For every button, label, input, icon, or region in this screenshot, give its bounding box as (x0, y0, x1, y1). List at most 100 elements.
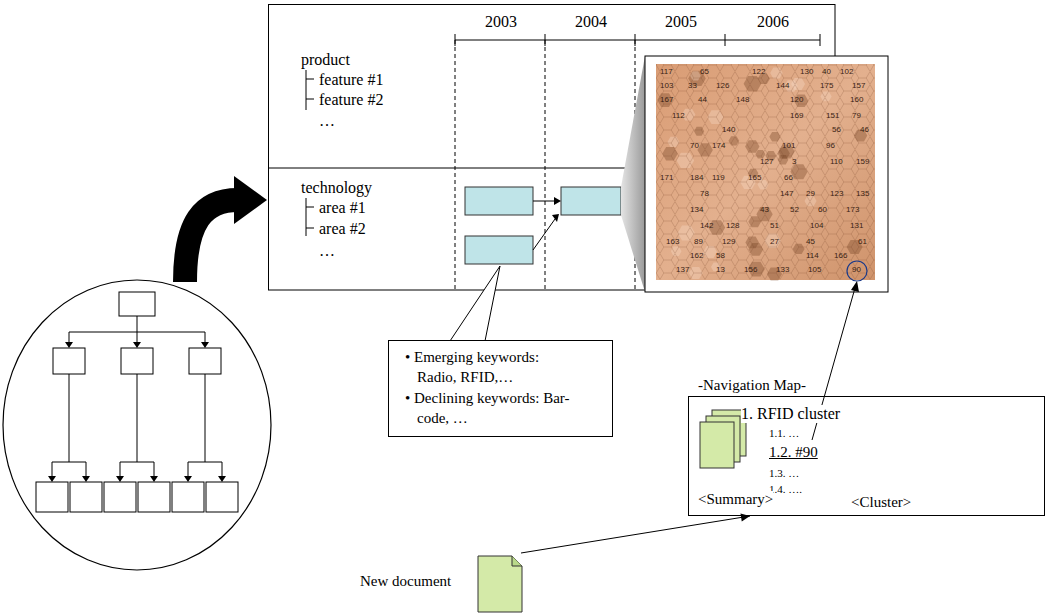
map-number: 79 (852, 112, 861, 120)
topic-box (465, 187, 621, 264)
node-text: 1.2. #90 (769, 444, 818, 461)
node-text: product (301, 51, 350, 69)
map-number: 27 (770, 238, 779, 246)
hierarchy-tree (172, 482, 204, 512)
map-number: 166 (834, 252, 847, 260)
map-number: 122 (752, 68, 765, 76)
leader-line (851, 281, 859, 292)
map-number: 112 (672, 112, 685, 120)
year-label: 2006 (733, 13, 813, 31)
topic-box (533, 201, 555, 250)
map-number: 96 (826, 142, 835, 150)
node-text: 1.1. … (769, 427, 799, 440)
navigation-map (656, 64, 875, 280)
map-number: 140 (722, 126, 735, 134)
node-text: 1. RFID cluster (741, 405, 840, 423)
map-number: 157 (852, 82, 865, 90)
map-number: 133 (776, 266, 789, 274)
map-number: 29 (806, 190, 815, 198)
hierarchy-tree (69, 316, 205, 342)
map-number: 45 (806, 238, 815, 246)
year-label: 2003 (461, 13, 541, 31)
document-icon (512, 556, 522, 566)
callout-pointer (450, 266, 500, 341)
hierarchy-tree (48, 342, 226, 482)
map-number: 167 (660, 96, 673, 104)
map-number: 110 (830, 158, 843, 166)
map-number: 151 (826, 112, 839, 120)
map-caption: -Navigation Map- (698, 378, 806, 393)
hierarchy-tree (36, 482, 68, 512)
topic-box (561, 187, 621, 215)
node-text: feature #1 (319, 71, 383, 89)
map-number: 127 (760, 158, 773, 166)
map-number: 163 (666, 238, 679, 246)
map-number: 162 (690, 252, 703, 260)
timeline-grid (306, 70, 314, 110)
map-number: 52 (790, 206, 799, 214)
navigation-map (847, 261, 867, 281)
node-text: 1.4. …. (769, 483, 802, 496)
node-text: area #1 (319, 199, 366, 217)
node-text: feature #2 (319, 91, 383, 109)
map-number: 101 (782, 142, 795, 150)
node-text: technology (301, 179, 372, 197)
hierarchy-tree (70, 482, 102, 512)
map-number: 70 (690, 142, 699, 150)
hierarchy-tree (53, 348, 85, 374)
keyword-note: • Emerging keywords: Radio, RFID,… (405, 348, 582, 387)
keyword-callout: • Emerging keywords: Radio, RFID,…• Decl… (388, 340, 613, 437)
arrow-head (740, 513, 750, 521)
map-number: 131 (850, 222, 863, 230)
year-label: 2004 (551, 13, 631, 31)
map-number: 51 (770, 222, 779, 230)
map-number: 65 (700, 68, 709, 76)
map-number: 123 (830, 190, 843, 198)
map-number: 90 (852, 266, 861, 274)
map-number: 119 (712, 174, 725, 182)
map-number: 44 (698, 96, 707, 104)
hierarchy-tree (201, 342, 209, 348)
hierarchy-tree (48, 476, 56, 482)
edge-line (521, 516, 750, 553)
node-text: New document (360, 573, 451, 590)
big-arrow (185, 200, 238, 282)
year-label: 2005 (641, 13, 721, 31)
hierarchy-tree (120, 374, 154, 476)
node-text: area #2 (319, 220, 366, 238)
summary-icon (700, 422, 734, 468)
map-number: 40 (822, 68, 831, 76)
node-text: <Cluster> (851, 494, 911, 511)
map-number: 120 (790, 96, 803, 104)
map-number: 61 (858, 238, 867, 246)
callout-pointer (450, 266, 500, 341)
map-number: 173 (846, 206, 859, 214)
hierarchy-tree (52, 316, 222, 476)
map-number: 56 (832, 126, 841, 134)
map-number: 114 (806, 252, 819, 260)
big-arrow (185, 176, 267, 282)
topic-box (465, 236, 533, 264)
hierarchy-tree (133, 342, 141, 348)
map-number: 60 (818, 206, 827, 214)
document-icon (478, 556, 522, 612)
node-text: … (319, 242, 335, 260)
hierarchy-tree (189, 348, 221, 374)
map-number: 13 (716, 266, 725, 274)
hierarchy-tree (138, 482, 170, 512)
callout-pointer (450, 266, 500, 341)
timeline-grid (306, 198, 314, 236)
map-number: 144 (776, 82, 789, 90)
map-number: 102 (840, 68, 853, 76)
map-number: 160 (850, 96, 863, 104)
hierarchy-tree (104, 482, 136, 512)
map-number: 58 (716, 252, 725, 260)
map-number: 129 (722, 238, 735, 246)
summary-icon (700, 410, 746, 468)
node-text: 1.3. … (769, 467, 799, 480)
zoom-beam (621, 56, 645, 292)
timeline-panel: 2003 2004 2005 2006 product feature #1 feature… (268, 4, 835, 290)
